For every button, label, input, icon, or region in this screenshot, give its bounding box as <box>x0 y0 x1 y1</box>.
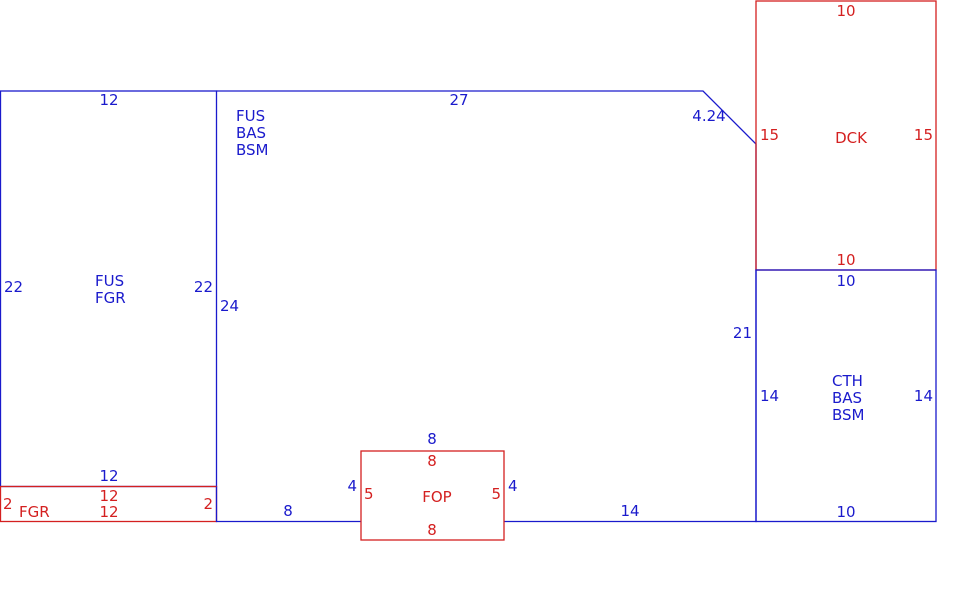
fus-fgr-dim-top: 12 <box>99 91 118 109</box>
cth-bas-outline[interactable] <box>755 269 937 523</box>
fus-bas-dim-bottom-right: 14 <box>620 502 639 520</box>
fop-dim-left: 5 <box>364 485 374 503</box>
fgr-dim-top: 12 <box>99 487 118 505</box>
fus-fgr-name-1: FUS <box>95 272 124 290</box>
fus-bas-name-1: FUS <box>236 107 265 125</box>
fop-dim-bottom: 8 <box>427 521 437 539</box>
fop-dim-left-outer: 4 <box>347 477 357 495</box>
cth-bas-dim-right: 14 <box>914 387 933 405</box>
fop-dim-right-outer: 4 <box>508 477 518 495</box>
fus-bas-dim-right: 21 <box>733 324 752 342</box>
fop-dim-top-outer: 8 <box>427 430 437 448</box>
fgr-dim-bottom: 12 <box>99 503 118 521</box>
fus-fgr-dim-bottom: 12 <box>99 467 118 485</box>
cth-bas-name-1: CTH <box>832 372 863 390</box>
cth-bas-dim-left: 14 <box>760 387 779 405</box>
fus-bas-dim-chamfer: 4.24 <box>692 107 725 125</box>
fgr-name: FGR <box>19 503 50 521</box>
fgr-dim-right: 2 <box>203 495 213 513</box>
fus-fgr-name-2: FGR <box>95 289 126 307</box>
fop-dim-top: 8 <box>427 452 437 470</box>
fus-bas-dim-bottom-left: 8 <box>283 502 293 520</box>
dck-dim-left: 15 <box>760 126 779 144</box>
fus-bas-name-2: BAS <box>236 124 266 142</box>
fus-fgr-dim-right: 22 <box>194 278 213 296</box>
fop-dim-right: 5 <box>491 485 501 503</box>
fop-name: FOP <box>422 488 451 506</box>
fus-bas-dim-left: 24 <box>220 297 239 315</box>
fus-bas-outline-main[interactable] <box>216 90 757 523</box>
dck-name: DCK <box>835 129 868 147</box>
fus-bas-dim-top: 27 <box>449 91 468 109</box>
fus-bas-name-3: BSM <box>236 141 269 159</box>
cth-bas-name-3: BSM <box>832 406 865 424</box>
cth-bas-dim-top: 10 <box>836 272 855 290</box>
cth-bas-dim-bottom: 10 <box>836 503 855 521</box>
fop-outline[interactable] <box>360 450 505 541</box>
cth-bas-name-2: BAS <box>832 389 862 407</box>
fgr-dim-left: 2 <box>3 495 13 513</box>
dck-dim-right: 15 <box>914 126 933 144</box>
fus-bas-outline-left <box>215 486 361 523</box>
fus-fgr-dim-left: 22 <box>4 278 23 296</box>
dck-dim-bottom: 10 <box>836 251 855 269</box>
dck-dim-top: 10 <box>836 2 855 20</box>
